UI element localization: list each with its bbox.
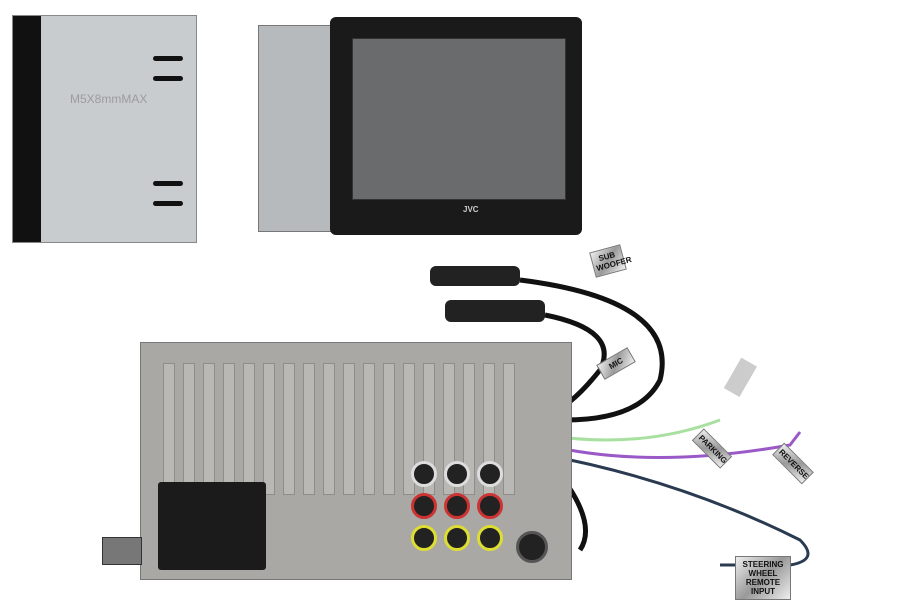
chassis-stamp: M5X8mmMAX (70, 92, 148, 106)
rca-jack (477, 525, 503, 551)
rca-jack (444, 493, 470, 519)
iso-connector (158, 482, 266, 570)
side-view-chassis (12, 15, 197, 243)
rca-jack (444, 525, 470, 551)
rca-jack (411, 461, 437, 487)
mounting-cage (258, 25, 335, 232)
subwoofer-rca-plug (430, 266, 520, 286)
mic-jack (445, 300, 545, 322)
steering-remote-label: STEERING WHEEL REMOTE INPUT (735, 556, 791, 600)
parking-terminal (723, 357, 757, 397)
touchscreen (352, 38, 566, 200)
brand-logo: JVC (463, 205, 479, 214)
rca-jack (444, 461, 470, 487)
rear-panel (140, 342, 572, 580)
rca-jack (477, 461, 503, 487)
rca-jack (411, 525, 437, 551)
rca-jack (477, 493, 503, 519)
antenna-jack (516, 531, 548, 563)
rca-jack (411, 493, 437, 519)
usb-plug (102, 537, 142, 565)
